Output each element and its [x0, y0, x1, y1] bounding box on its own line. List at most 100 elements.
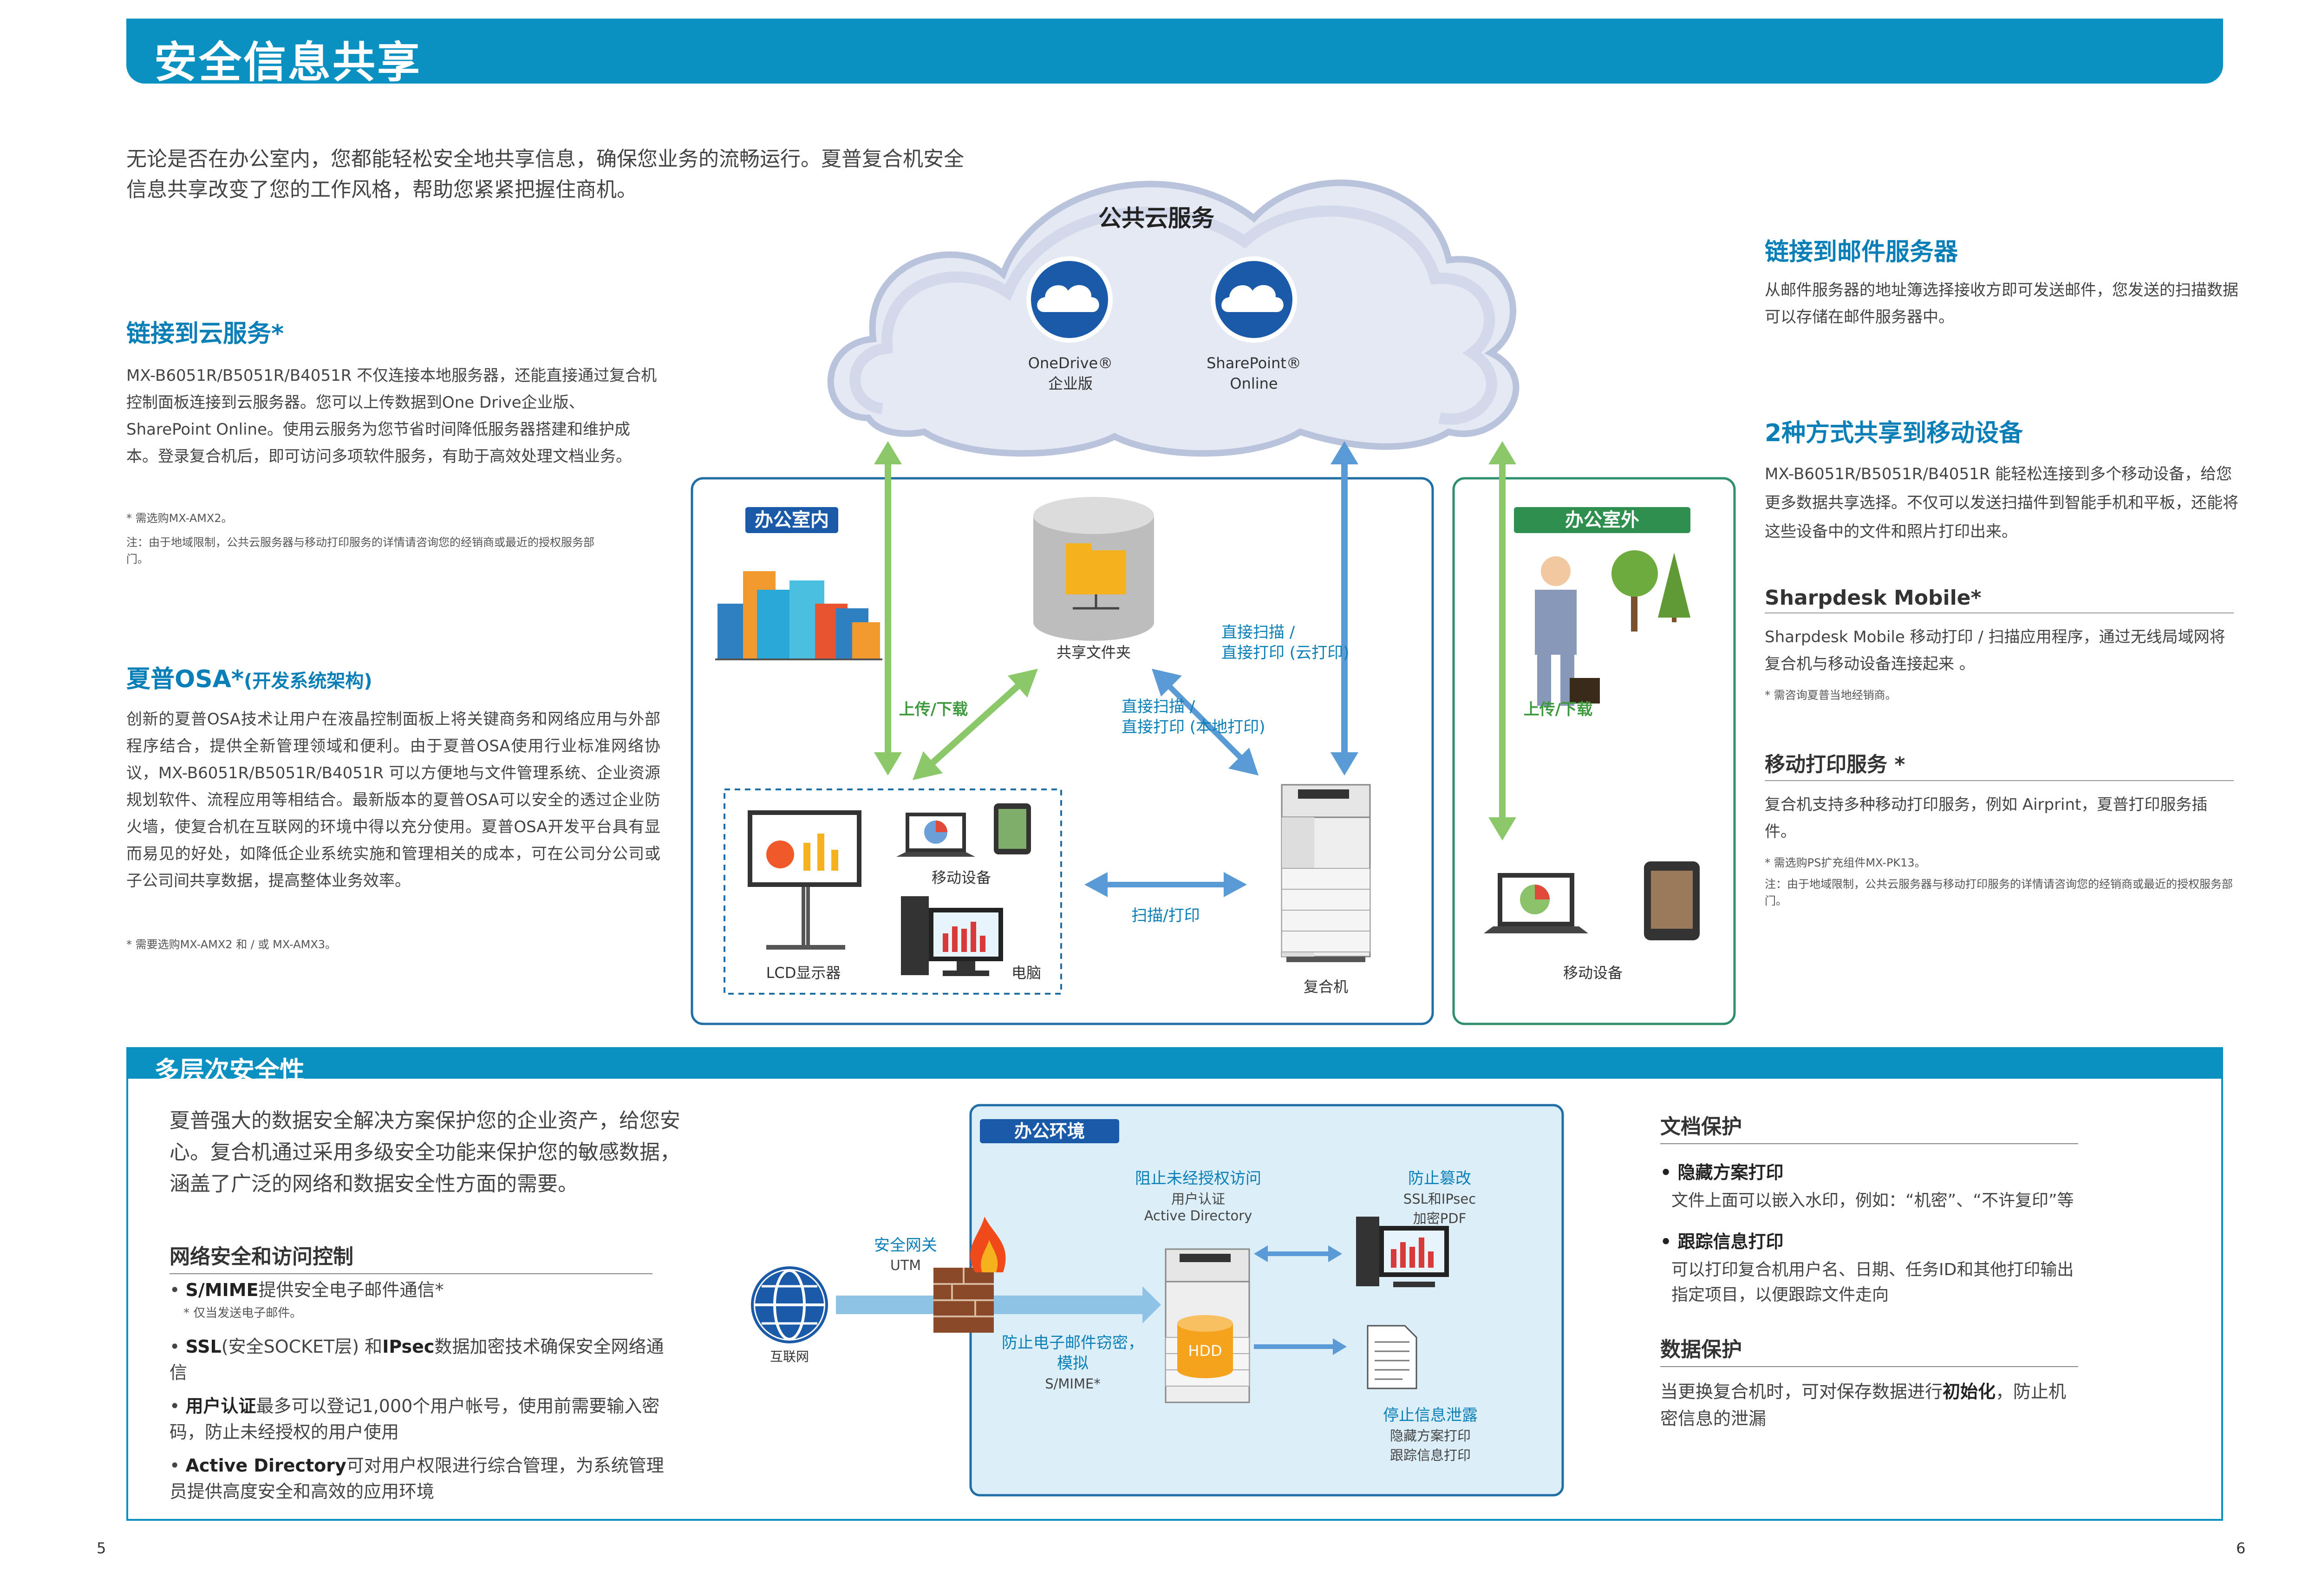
- internet-arrow: [836, 1286, 1161, 1323]
- pc-label: 电脑: [1011, 964, 1041, 982]
- data-protect-c: ，防止机密信息的泄漏: [1660, 1381, 2067, 1429]
- page-number-left: 5: [97, 1539, 106, 1557]
- mfp-label: 复合机: [1303, 978, 1348, 996]
- mfp-pc-arrow: [1254, 1245, 1342, 1262]
- secure-mfp-icon: [1165, 1248, 1250, 1403]
- item-smime-bold: S/MIME: [185, 1280, 259, 1300]
- item-ipsec-bold: IPsec: [382, 1336, 435, 1357]
- item-smime-note: * 仅当发送电子邮件。: [183, 1306, 302, 1320]
- firewall-icon: [933, 1217, 1006, 1333]
- scan-print-cloud-label: 直接扫描 / 直接打印 (云打印): [1221, 622, 1389, 663]
- mobile-section-title: 2种方式共享到移动设备: [1765, 419, 2023, 447]
- data-protect-a: 当更换复合机时，可对保存数据进行: [1660, 1381, 1943, 1402]
- data-protect-b: 初始化: [1943, 1381, 1996, 1402]
- mobile-print-body: 复合机支持多种移动打印服务，例如 Airprint，夏普打印服务插件。: [1765, 795, 2208, 841]
- item-ssl-text: (安全SOCKET层) 和: [221, 1336, 383, 1357]
- outside-phone-icon: [1644, 861, 1700, 940]
- mail-section-body: 从邮件服务器的地址簿选择接收方即可发送邮件，您发送的扫描数据可以存储在邮件服务器…: [1765, 281, 2238, 326]
- osa-section-title: 夏普OSA*(开发系统架构): [126, 659, 372, 694]
- sharpdesk-body: Sharpdesk Mobile 移动打印 / 扫描应用程序，通过无线局域网将复…: [1765, 628, 2225, 673]
- mail-section-title: 链接到邮件服务器: [1765, 238, 1958, 266]
- onedrive-label-2: 企业版: [1048, 375, 1093, 392]
- upload-arrow-left: [874, 441, 902, 775]
- server-icon: [1033, 497, 1154, 641]
- sharpdesk-block: Sharpdesk Mobile* Sharpdesk Mobile 移动打印 …: [1765, 586, 2234, 704]
- sharepoint-label-1: SharePoint®: [1207, 354, 1301, 372]
- prevent-access-1: 阻止未经授权访问: [1135, 1169, 1261, 1188]
- prevent-mail-3: S/MIME*: [1045, 1376, 1101, 1392]
- gateway-label-1: 安全网关: [874, 1236, 937, 1255]
- osa-section-body: 创新的夏普OSA技术让用户在液晶控制面板上将关键商务和网络应用与外部程序结合，提…: [126, 710, 660, 890]
- shared-folder-label: 共享文件夹: [1056, 644, 1131, 661]
- scan-print-local-2: 直接打印 (本地打印): [1122, 718, 1265, 736]
- scan-print-label: 扫描/打印: [1131, 906, 1200, 925]
- sharpdesk-title: Sharpdesk Mobile*: [1765, 586, 2234, 613]
- prevent-mail-2: 模拟: [1057, 1354, 1089, 1373]
- cloud-shape: [827, 179, 1520, 457]
- osa-title-sub: (开发系统架构): [244, 671, 372, 692]
- lcd-display-icon: [748, 810, 861, 950]
- mobile-print-note-2: 注：由于地域限制，公共云服务器与移动打印服务的详情请咨询您的经销商或最近的授权服…: [1765, 878, 2233, 907]
- tablet-icon: [994, 803, 1031, 854]
- item-ad-bold: Active Directory: [185, 1455, 346, 1476]
- security-banner: 多层次安全性: [126, 1047, 2223, 1085]
- doc-item-1-body: 文件上面可以嵌入水印，例如：“机密”、“不许复印”等: [1671, 1191, 2074, 1210]
- scan-print-cloud-2: 直接打印 (云打印): [1221, 644, 1350, 662]
- item-auth-bold: 用户认证: [185, 1396, 256, 1416]
- outside-mobile-label: 移动设备: [1563, 964, 1623, 982]
- upload-arrow-right: [1488, 441, 1516, 840]
- prevent-tamper-1: 防止篡改: [1408, 1169, 1471, 1188]
- upload-download-label-left: 上传/下载: [899, 700, 968, 719]
- businessman-icon: [1535, 556, 1600, 706]
- data-protect-block: 数据保护 当更换复合机时，可对保存数据进行初始化，防止机密信息的泄漏: [1660, 1333, 2078, 1432]
- net-security-list: • S/MIME提供安全电子邮件通信** 仅当发送电子邮件。 • SSL(安全S…: [170, 1277, 680, 1512]
- scan-print-cloud-1: 直接扫描 /: [1221, 623, 1295, 642]
- mobile-print-block: 移动打印服务 * 复合机支持多种移动打印服务，例如 Airprint，夏普打印服…: [1765, 748, 2234, 909]
- trees-icon: [1611, 550, 1690, 632]
- security-diagram: [751, 1104, 1564, 1497]
- office-out-tag: 办公室外: [1514, 507, 1690, 533]
- item-smime-text: 提供安全电子邮件通信*: [258, 1280, 444, 1300]
- devices-group-box: [724, 788, 1062, 995]
- mobile-print-title: 移动打印服务 *: [1765, 748, 2234, 781]
- data-protect-title: 数据保护: [1660, 1333, 2078, 1367]
- sharepoint-icon: [1211, 256, 1297, 343]
- onedrive-label: OneDrive® 企业版: [1003, 353, 1138, 394]
- scan-print-local-label: 直接扫描 / 直接打印 (本地打印): [1122, 697, 1298, 737]
- mobile-print-note-1: * 需选购PS扩充组件MX-PK13。: [1765, 856, 1926, 869]
- security-intro: 夏普强大的数据安全解决方案保护您的企业资产，给您安心。复合机通过采用多级安全功能…: [170, 1109, 680, 1196]
- doc-protect-title: 文档保护: [1660, 1110, 2078, 1144]
- net-security-title: 网络安全和访问控制: [170, 1240, 652, 1274]
- top-banner: 安全信息共享: [126, 19, 2223, 87]
- item-ad-text: 可对用户权限进行综合管理，为系统管理员提供高度安全和高效的应用环境: [170, 1455, 664, 1502]
- folder-device-arrow: [913, 669, 1038, 780]
- security-banner-title: 多层次安全性: [154, 1056, 305, 1085]
- cloud-note-2: 注：由于地域限制，公共云服务器与移动打印服务的详情请咨询您的经销商或最近的授权服…: [126, 536, 594, 566]
- desktop-pc-icon: [901, 896, 1003, 976]
- sharpdesk-note: * 需咨询夏普当地经销商。: [1765, 689, 1897, 702]
- upload-download-label-right: 上传/下载: [1523, 700, 1593, 719]
- prevent-access-3: Active Directory: [1144, 1208, 1252, 1224]
- mobile-section-body: MX-B6051R/B5051R/B4051R 能轻松连接到多个移动设备，给您更…: [1765, 465, 2238, 541]
- prevent-mail-1: 防止电子邮件窃密，: [1002, 1334, 1144, 1352]
- list-item: • SSL(安全SOCKET层) 和IPsec数据加密技术确保安全网络通信: [170, 1336, 664, 1383]
- item-auth-text: 最多可以登记1,000个用户帐号，使用前需要输入密码，防止未经授权的用户使用: [170, 1396, 660, 1442]
- buildings-icon: [715, 571, 882, 660]
- scan-print-local-1: 直接扫描 /: [1122, 697, 1195, 716]
- stop-leak-1: 停止信息泄露: [1383, 1406, 1478, 1425]
- prevent-tamper-3: 加密PDF: [1413, 1211, 1467, 1226]
- hdd-label: HDD: [1188, 1342, 1222, 1360]
- item-ipsec-text: 数据加密技术确保安全网络通信: [170, 1336, 664, 1383]
- mfp-icon: [1281, 784, 1371, 962]
- list-item: • Active Directory可对用户权限进行综合管理，为系统管理员提供高…: [170, 1455, 664, 1502]
- office-env-tag: 办公环境: [980, 1119, 1119, 1143]
- stop-leak-label: 停止信息泄露 隐藏方案打印 跟踪信息打印: [1347, 1402, 1514, 1464]
- stop-leak-3: 跟踪信息打印: [1389, 1447, 1471, 1463]
- osa-note: * 需要选购MX-AMX2 和 / 或 MX-AMX3。: [126, 938, 337, 951]
- sharepoint-label-2: Online: [1230, 375, 1278, 392]
- list-item: • 用户认证最多可以登记1,000个用户帐号，使用前需要输入密码，防止未经授权的…: [170, 1396, 660, 1442]
- sharing-diagram: [691, 179, 1736, 1025]
- folder-mfp-arrow: [1152, 669, 1259, 775]
- cloud-section-body: MX-B6051R/B5051R/B4051R 不仅连接本地服务器，还能直接通过…: [126, 366, 657, 466]
- cloud-note-1: * 需选购MX-AMX2。: [126, 512, 233, 525]
